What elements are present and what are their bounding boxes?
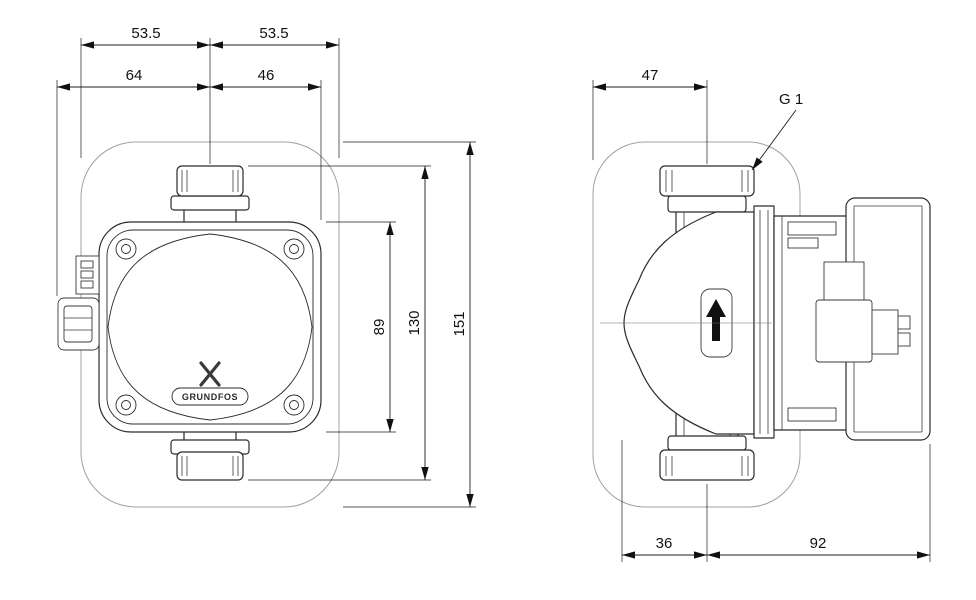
dim-text-151: 151 — [451, 311, 468, 336]
front-corner-screws — [115, 238, 305, 416]
front-dimensions: 53.5 53.5 64 46 89 130 — [57, 25, 474, 507]
dim-text-36: 36 — [656, 535, 673, 552]
side-view: G 1 47 36 92 — [592, 67, 931, 562]
front-extension-lines — [56, 38, 476, 508]
dim-text-46: 46 — [258, 67, 275, 84]
dim-text-53-5-left: 53.5 — [131, 25, 160, 42]
dim-half-width-left: 53.5 — [81, 25, 210, 49]
dim-text-89: 89 — [371, 319, 388, 336]
side-flange-plate — [753, 205, 775, 439]
dim-shell-to-center: 47 — [593, 67, 707, 91]
dim-body-height: 89 — [371, 222, 394, 432]
dim-text-64: 64 — [126, 67, 143, 84]
side-dimensions: 47 36 92 — [593, 67, 930, 559]
dim-text-53-5-right: 53.5 — [259, 25, 288, 42]
side-top-port — [659, 165, 755, 213]
dim-text-130: 130 — [406, 310, 423, 335]
dim-half-width-right: 53.5 — [210, 25, 339, 49]
side-bottom-port — [659, 435, 755, 481]
dim-port-to-port: 130 — [406, 166, 429, 480]
front-bottom-nut-knurling — [181, 456, 239, 476]
side-extension-lines — [592, 80, 931, 562]
dim-plug-to-center: 64 — [57, 67, 210, 91]
side-top-nut-knurling — [665, 170, 749, 192]
front-bottom-port — [170, 425, 250, 481]
grundfos-logo: GRUNDFOS — [171, 361, 249, 406]
front-view: GRUNDFOS 53.5 53.5 — [56, 25, 476, 508]
side-bottom-nut-knurling — [665, 456, 749, 476]
side-cable-plug — [815, 261, 911, 363]
dim-text-92: 92 — [810, 535, 827, 552]
front-body-cover-contour — [107, 233, 313, 421]
front-cable-plug — [57, 255, 100, 351]
flow-arrow-icon — [706, 299, 726, 341]
front-top-port — [170, 165, 250, 225]
thread-label-text: G 1 — [779, 91, 803, 108]
front-top-nut-knurling — [181, 170, 239, 192]
grundfos-logo-text: GRUNDFOS — [182, 392, 238, 402]
dim-center-to-back: 92 — [707, 535, 930, 559]
dim-total-height: 151 — [451, 142, 474, 507]
dim-center-to-edge: 46 — [210, 67, 321, 91]
dim-text-47: 47 — [642, 67, 659, 84]
dim-center-to-front: 36 — [622, 535, 707, 559]
grundfos-emblem-icon — [199, 361, 221, 387]
thread-callout: G 1 — [751, 91, 803, 171]
